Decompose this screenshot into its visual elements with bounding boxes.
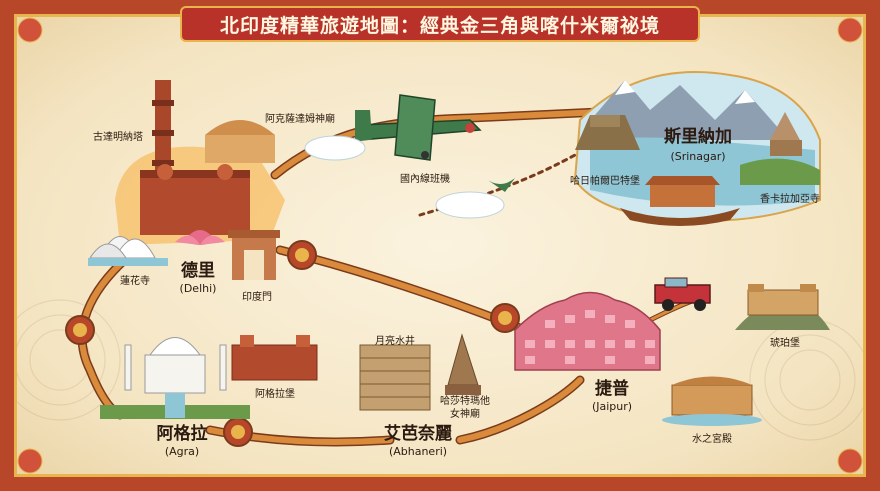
abhaneri-illustration bbox=[359, 333, 481, 411]
wheel-icon bbox=[287, 240, 317, 270]
city-label-agra: 阿格拉 bbox=[156, 424, 208, 444]
bird-icon bbox=[485, 178, 515, 192]
srinagar-illustration bbox=[573, 71, 821, 226]
city-label-jaipur: 捷普 bbox=[595, 379, 629, 399]
landmark-label-harshat-mata: 哈莎特瑪他 bbox=[440, 396, 490, 407]
shikara-boat-icon bbox=[620, 176, 740, 226]
airplane-icon bbox=[355, 94, 482, 161]
harshat-mata-temple-icon bbox=[445, 333, 481, 395]
shankaracharya-temple-icon bbox=[740, 112, 820, 185]
red-fort-icon bbox=[140, 164, 250, 235]
wheel-icon bbox=[490, 303, 520, 333]
flight-label: 國內線班機 bbox=[400, 174, 450, 185]
landmark-label-jal-mahal: 水之宮殿 bbox=[692, 434, 732, 445]
jeep-icon bbox=[654, 277, 711, 311]
landmark-label-stepwell: 月亮水井 bbox=[375, 336, 415, 347]
cloud-icon bbox=[304, 135, 505, 219]
lotus-temple-icon bbox=[88, 236, 168, 266]
wheel-icon bbox=[223, 417, 253, 447]
landmark-label-shankaracharya: 香卡拉加亞寺 bbox=[760, 194, 820, 205]
mandala-decoration-right bbox=[749, 319, 871, 441]
title-banner: 北印度精華旅遊地圖：經典金三角與喀什米爾祕境 bbox=[180, 6, 700, 42]
delhi-illustration bbox=[88, 80, 285, 280]
hawa-mahal-icon bbox=[514, 291, 661, 371]
agra-fort-icon bbox=[231, 335, 318, 381]
amber-fort-icon bbox=[735, 284, 830, 330]
landmark-label-agra-fort: 阿格拉堡 bbox=[255, 389, 295, 400]
jaipur-illustration bbox=[514, 277, 830, 426]
city-label-srinagar-en: (Srinagar) bbox=[670, 150, 726, 163]
map-title: 北印度精華旅遊地圖：經典金三角與喀什米爾祕境 bbox=[219, 14, 660, 37]
india-gate-icon bbox=[228, 230, 280, 280]
landmark-label-hari-parbat: 哈日帕爾巴特堡 bbox=[570, 176, 640, 187]
taj-mahal-icon bbox=[124, 337, 227, 418]
city-label-srinagar: 斯里納加 bbox=[664, 127, 732, 147]
lotus-flower-icon bbox=[175, 230, 225, 245]
landmark-label-lotus-temple: 蓮花寺 bbox=[120, 276, 150, 287]
city-label-delhi-en: (Delhi) bbox=[179, 282, 217, 295]
jal-mahal-icon bbox=[662, 376, 762, 426]
city-label-jaipur-en: (Jaipur) bbox=[591, 400, 633, 413]
landmark-label-harshat-mata-2: 女神廟 bbox=[450, 409, 480, 420]
route-wheel-icons bbox=[65, 240, 520, 447]
landmark-label-akshardham: 阿克薩達姆神廟 bbox=[265, 114, 335, 125]
chand-baori-stepwell-icon bbox=[359, 344, 431, 411]
route-flight-dashed bbox=[418, 153, 577, 217]
city-label-abhaneri: 艾芭奈麗 bbox=[384, 424, 452, 444]
hari-parbat-fort-icon bbox=[575, 115, 640, 150]
landmark-label-india-gate: 印度門 bbox=[242, 292, 272, 303]
landmark-label-qutub-minar: 古達明納塔 bbox=[93, 132, 143, 143]
corner-floral-ornament bbox=[17, 17, 863, 474]
city-label-delhi: 德里 bbox=[181, 261, 215, 281]
agra-illustration bbox=[100, 335, 318, 419]
wheel-icon bbox=[65, 315, 95, 345]
akshardham-icon bbox=[205, 120, 275, 163]
landmark-label-amber-fort: 琥珀堡 bbox=[770, 338, 800, 349]
city-label-agra-en: (Agra) bbox=[164, 445, 200, 458]
city-label-abhaneri-en: (Abhaneri) bbox=[388, 445, 448, 458]
